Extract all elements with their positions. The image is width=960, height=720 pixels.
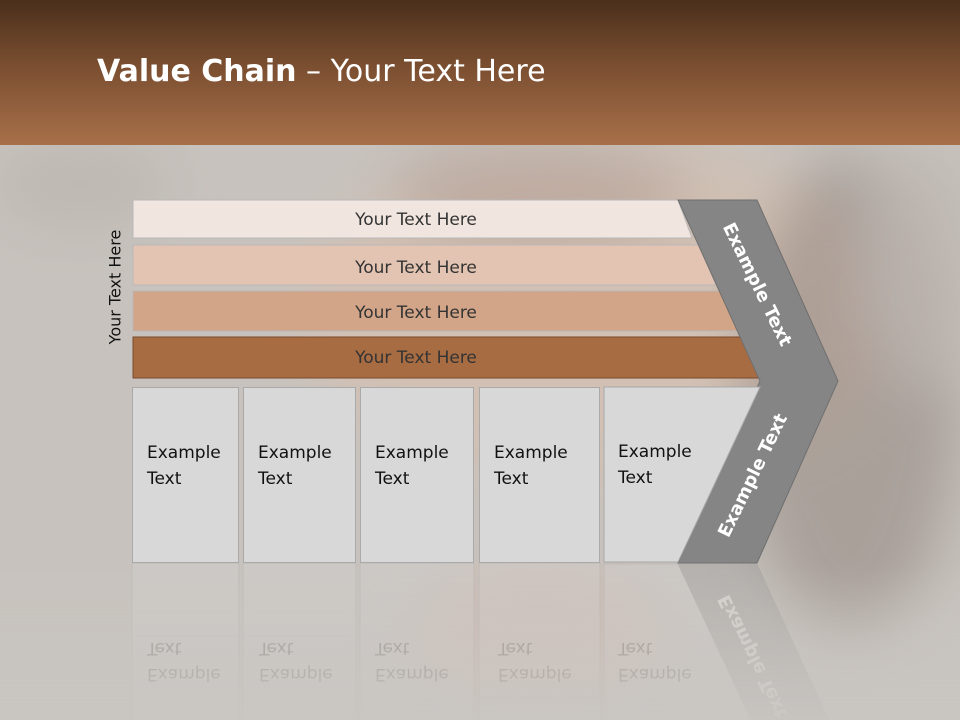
last-box-shape [603,386,761,563]
example-box-5: Example Text [604,387,692,563]
example-box-2: Example Text [243,387,356,563]
example-box-4: Example Text [479,387,600,563]
title-bold: Value Chain [97,54,297,89]
bar-4: Your Text Here [132,336,764,379]
bar-2-label: Your Text Here [354,258,477,278]
example-box-3-label: Example Text [375,443,449,489]
title-rest: – Your Text Here [296,54,546,89]
example-box-5-label: Example Text [618,442,692,488]
bar-2: Your Text Here [132,244,717,286]
example-box-1-label: Example Text [147,443,221,489]
slide-title: Value Chain – Your Text Here [97,54,546,89]
bar-1-shape [132,199,693,239]
title-banner: Value Chain – Your Text Here [0,0,960,145]
bar-3-label: Your Text Here [354,303,477,323]
example-box-4-label: Example Text [494,443,568,489]
bar-1: Your Text Here [132,199,693,239]
example-box-1: Example Text [132,387,239,563]
bar-1-label: Your Text Here [354,210,477,230]
bar-3: Your Text Here [132,290,740,332]
bar-4-label: Your Text Here [354,348,477,368]
example-box-3: Example Text [360,387,474,563]
example-box-2-label: Example Text [258,443,332,489]
